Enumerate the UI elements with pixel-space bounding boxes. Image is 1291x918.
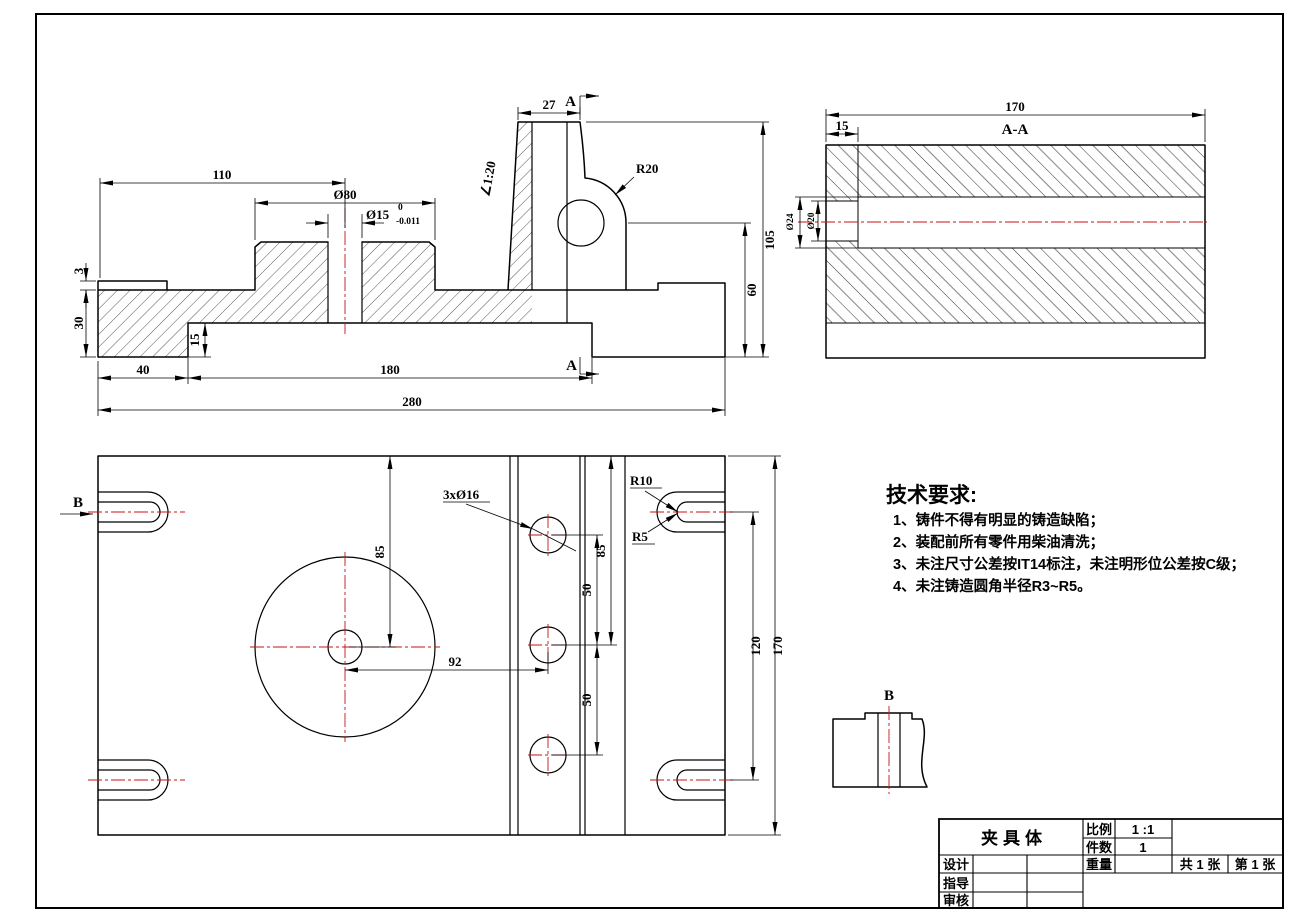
title-block: 夹具体 比例 1 :1 件数 1 重量 共 1 张 第 1 张 设计 指导 审核 — [938, 818, 1284, 909]
part-name: 夹具体 — [981, 828, 1047, 848]
dim-15: 15 — [836, 118, 850, 133]
hatch-region — [98, 122, 532, 357]
plan-outline — [97, 455, 726, 836]
radius-label-r10: R10 — [630, 473, 652, 488]
dim-170-plan: 170 — [770, 636, 785, 656]
dim-170: 170 — [1005, 99, 1025, 114]
tech-requirement-item: 3、未注尺寸公差按IT14标注，未注明形位公差按C级； — [893, 555, 1245, 573]
section-outline — [825, 144, 1206, 359]
quantity-value: 1 — [1139, 840, 1146, 855]
plan-centerlines — [88, 511, 733, 781]
scale-value: 1 :1 — [1132, 822, 1154, 837]
hole-edges — [327, 122, 568, 323]
title-block-grid — [939, 819, 1283, 908]
pivot-hole — [557, 199, 605, 247]
dim-dia15-lower-tol: -0.011 — [396, 217, 420, 227]
tech-requirements: 技术要求: 1、铸件不得有明显的铸造缺陷； 2、装配前所有零件用柴油清洗； 3、… — [886, 484, 1245, 595]
dim-50-top: 50 — [579, 584, 594, 597]
fillet-label-r20: R20 — [636, 161, 658, 176]
plan-dimensions — [60, 455, 781, 836]
dim-105: 105 — [762, 230, 777, 250]
weight-label: 重量 — [1086, 857, 1112, 872]
b-view-edges — [877, 713, 901, 787]
dim-3: 3 — [71, 267, 86, 274]
dim-180: 180 — [380, 362, 400, 377]
dim-85-right: 85 — [593, 544, 608, 558]
plan-edges — [509, 456, 626, 835]
dim-60: 60 — [744, 284, 759, 297]
aa-section-view: 170 A-A 15 Ø24 Ø20 — [786, 99, 1207, 359]
dim-280: 280 — [402, 394, 422, 409]
tech-requirement-item: 2、装配前所有零件用柴油清洗； — [893, 533, 1104, 551]
designer-label: 设计 — [943, 857, 969, 872]
taper-label: ∠1:20 — [477, 160, 498, 198]
sheet-number: 第 1 张 — [1235, 857, 1276, 872]
tech-requirement-item: 4、未注铸造圆角半径R3~R5。 — [893, 577, 1092, 595]
plan-view: B 3xØ16 R10 R5 85 85 50 50 92 120 170 — [60, 455, 785, 836]
aa-dimensions — [795, 109, 1206, 249]
view-label-b-detail: B — [884, 688, 894, 704]
section-label-a-top: A — [565, 94, 576, 110]
advisor-label: 指导 — [943, 876, 969, 891]
part-outline — [97, 121, 726, 358]
right-slots — [656, 491, 725, 801]
front-dimensions — [80, 93, 769, 416]
b-detail-view: B — [832, 688, 928, 794]
hole-callout: 3xØ16 — [443, 487, 480, 502]
checker-label: 审核 — [943, 893, 969, 908]
dim-dia15: Ø15 — [366, 207, 390, 222]
dim-dia15-upper-tol: 0 — [398, 203, 403, 213]
dim-40: 40 — [137, 362, 150, 377]
sheet-total: 共 1 张 — [1180, 857, 1221, 872]
b-view-outline — [832, 712, 928, 788]
front-view: 110 Ø80 Ø15 0 -0.011 27 A ∠1:20 R20 105 … — [71, 93, 777, 416]
title-block-border — [938, 818, 1284, 909]
left-slots — [98, 491, 169, 801]
dim-50-bottom: 50 — [579, 694, 594, 707]
tech-requirement-item: 1、铸件不得有明显的铸造缺陷； — [893, 511, 1104, 529]
dim-110: 110 — [213, 167, 232, 182]
hatch-region — [826, 145, 1205, 323]
section-title-aa: A-A — [1002, 122, 1029, 138]
drawing-frame — [35, 13, 1284, 909]
dim-dia20: Ø20 — [807, 212, 817, 229]
scale-label: 比例 — [1086, 822, 1112, 837]
radius-label-r5: R5 — [632, 529, 648, 544]
tech-requirements-title: 技术要求: — [886, 484, 977, 507]
dim-15-step: 15 — [187, 333, 202, 347]
dim-120: 120 — [748, 636, 763, 656]
dim-85-left: 85 — [372, 545, 387, 559]
dim-dia80: Ø80 — [333, 187, 356, 202]
section-label-a-bottom: A — [566, 358, 577, 374]
dim-dia24: Ø24 — [786, 213, 796, 230]
quantity-label: 件数 — [1086, 840, 1113, 855]
dim-30: 30 — [71, 317, 86, 330]
section-edges — [826, 145, 1205, 324]
dim-27: 27 — [543, 97, 557, 112]
view-label-b: B — [73, 495, 83, 511]
dim-92: 92 — [449, 654, 462, 669]
